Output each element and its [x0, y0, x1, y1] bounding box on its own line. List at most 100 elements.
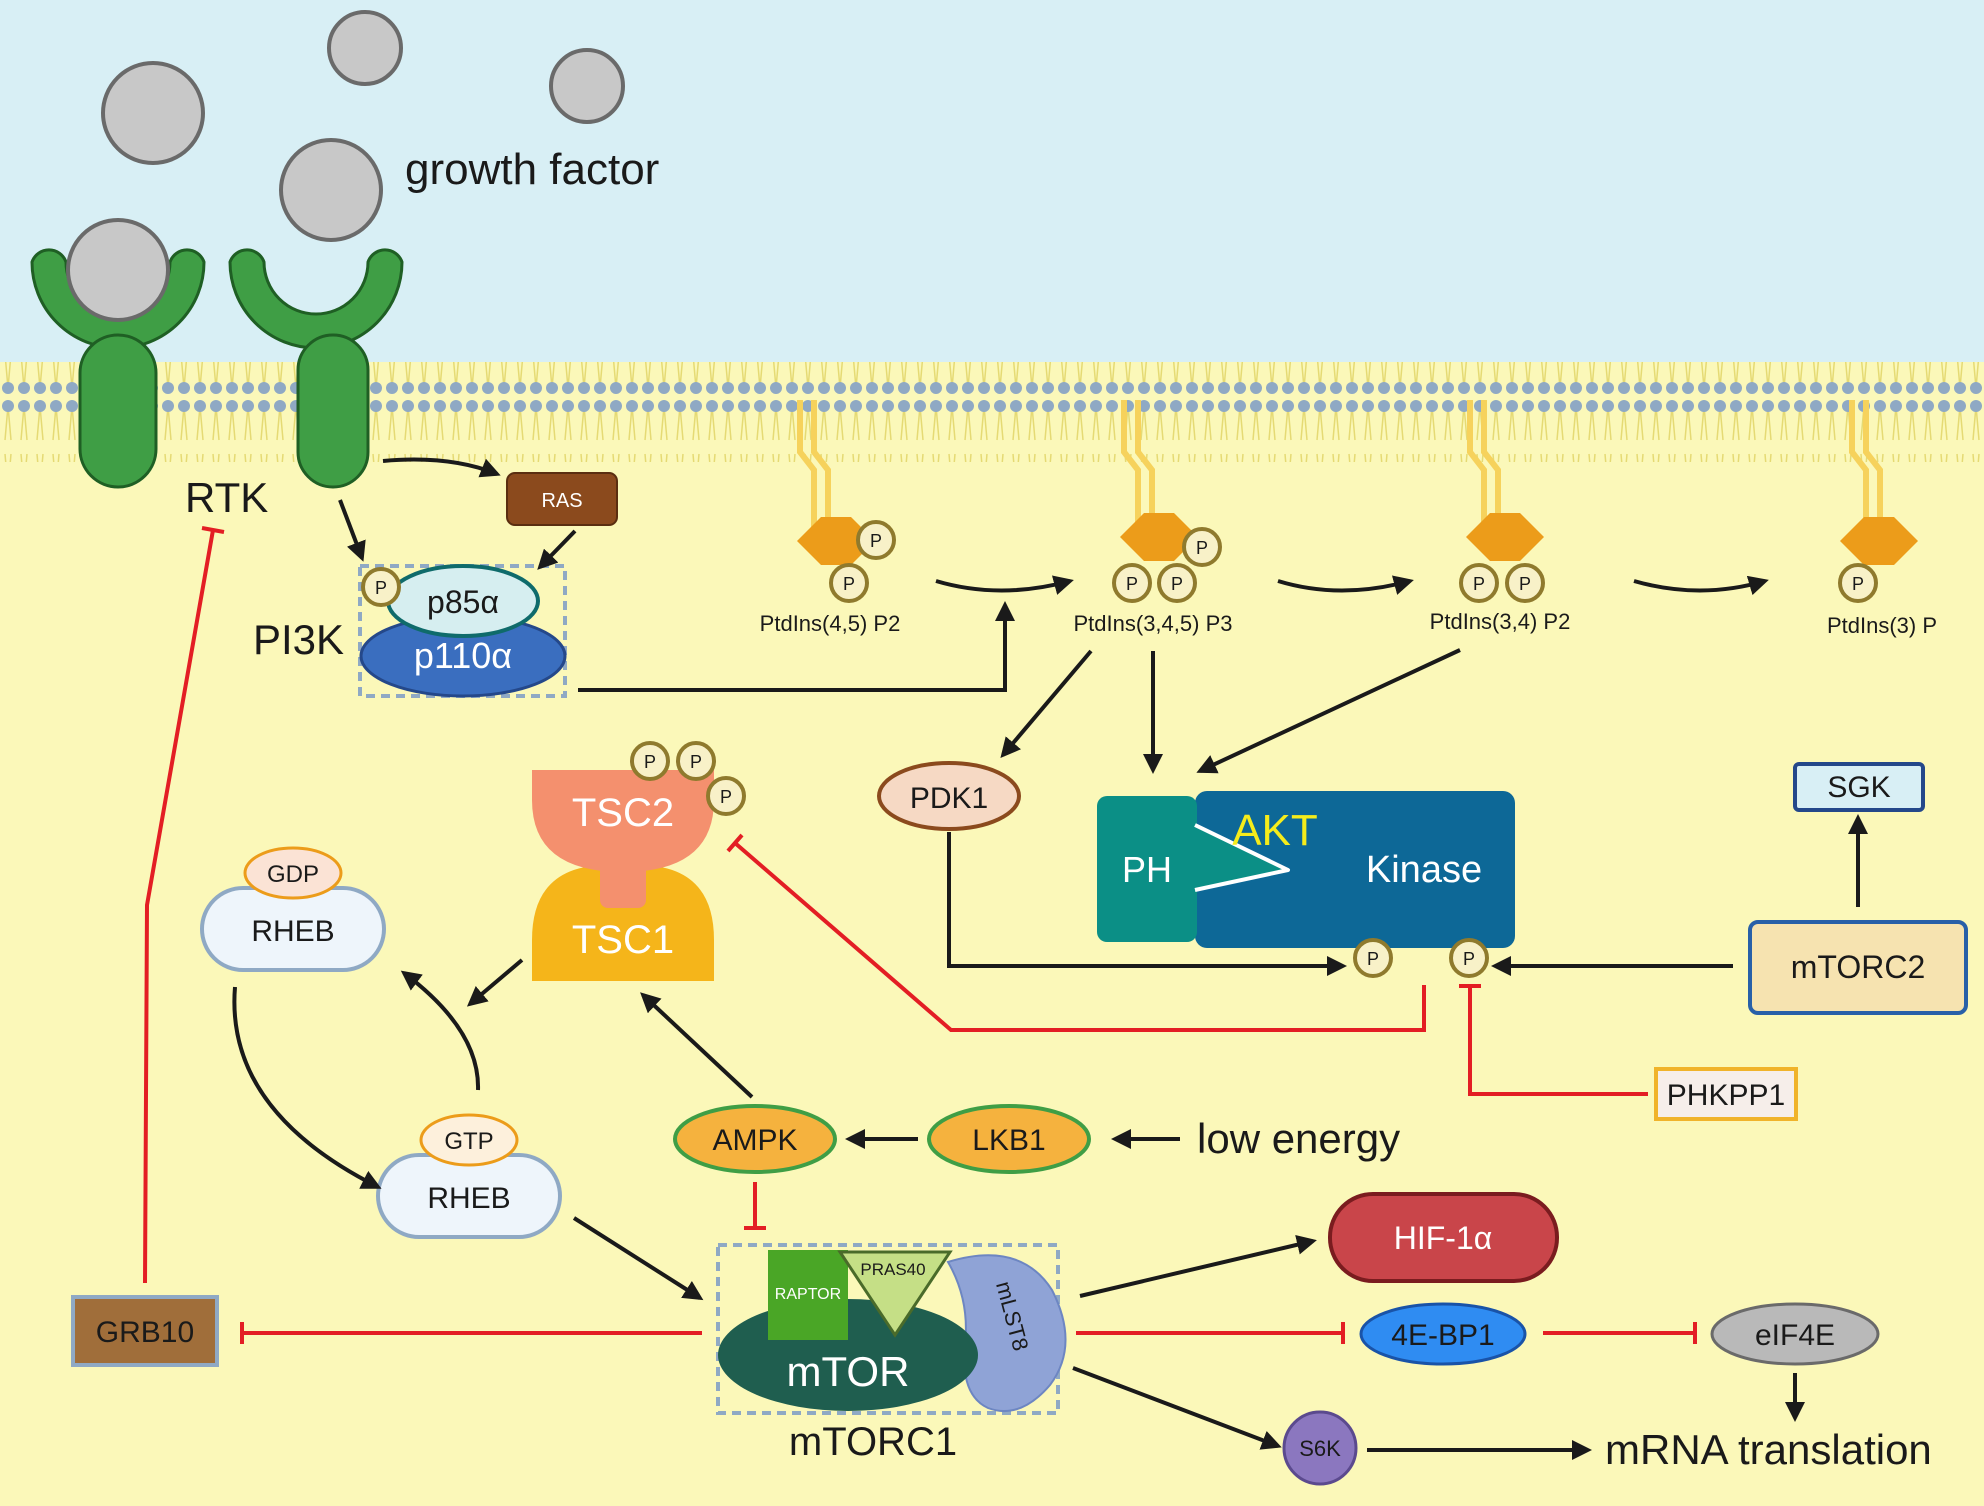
- arrow-pdk1-to-akt: [947, 832, 1347, 976]
- lkb1-node: [927, 1104, 1091, 1174]
- phospho-icon: [1505, 563, 1545, 603]
- activation-arrows: [232, 457, 1868, 1460]
- phospho-icon: [1157, 563, 1197, 603]
- sgk-box: [1793, 762, 1925, 812]
- sgk-label: SGK: [1827, 771, 1890, 804]
- akt-kinase-label: Kinase: [1366, 849, 1482, 891]
- phkpp1-label: PHKPP1: [1667, 1079, 1785, 1112]
- akt-kinase-domain: [1195, 791, 1515, 948]
- pras40-subunit: [837, 1250, 953, 1338]
- inhibit-akt-to-tsc2: [733, 841, 1426, 1032]
- pras40-label: PRAS40: [860, 1260, 925, 1279]
- phospho-label: P: [870, 531, 882, 551]
- inositol-ring-icon: [1466, 513, 1544, 561]
- ampk-node: [673, 1104, 837, 1174]
- ras-box: [506, 472, 618, 526]
- pi3k-label: PI3K: [253, 616, 344, 663]
- tsc2-label: TSC2: [572, 791, 674, 835]
- rheb-gdp-label: RHEB: [251, 915, 334, 948]
- ptdins34p2-label: PtdIns(3,4) P2: [1430, 609, 1571, 634]
- phospho-label: P: [1463, 949, 1475, 969]
- ligand-icon: [327, 10, 403, 86]
- ptdins345p3-lipid: P P P: [1112, 400, 1222, 603]
- phospho-label: P: [843, 574, 855, 594]
- inhibit-grb10-to-rtk: [143, 529, 215, 1284]
- tsc2-node: [532, 770, 714, 872]
- eif4e-node: [1710, 1302, 1880, 1366]
- phospho-icon: [361, 567, 401, 607]
- gtp-label: GTP: [444, 1128, 493, 1155]
- mtorc2-label: mTORC2: [1791, 949, 1926, 985]
- mtor-label: mTOR: [787, 1348, 910, 1395]
- inositol-ring-icon: [1120, 513, 1198, 561]
- ptdins3p-label: PtdIns(3) P: [1827, 613, 1937, 638]
- inhibition-arrows: [143, 526, 1697, 1344]
- ptdins45p2-lipid: P P: [797, 400, 896, 603]
- rtk-label: RTK: [185, 474, 268, 521]
- 4ebp1-node: [1359, 1302, 1527, 1366]
- pdk1-label: PDK1: [910, 782, 988, 815]
- ptdins3p-lipid: P: [1838, 400, 1918, 603]
- gtp-node: [419, 1113, 519, 1167]
- phospho-label: P: [720, 787, 732, 807]
- growth-factor-label: growth factor: [405, 145, 659, 194]
- arrow-pip3-to-pip2-34: [1277, 575, 1414, 595]
- ras-label: RAS: [541, 490, 582, 512]
- pdk1-node: [877, 761, 1021, 831]
- phospho-label: P: [1519, 574, 1531, 594]
- gdp-label: GDP: [267, 861, 319, 888]
- arrow-pip2-34-to-pip3-3: [1633, 575, 1769, 596]
- inhibit-phkpp1-to-akt: [1468, 986, 1648, 1096]
- akt-label: AKT: [1232, 806, 1318, 855]
- phospho-label: P: [1171, 574, 1183, 594]
- p110a-label: p110α: [414, 635, 512, 676]
- arrow-pip3-to-pdk1: [1000, 649, 1093, 759]
- lkb1-label: LKB1: [972, 1124, 1045, 1157]
- arrow-pip2-34-to-akt: [1196, 648, 1461, 774]
- phospho-icon: [630, 741, 670, 781]
- arrow-pip2-to-pip3: [935, 575, 1074, 595]
- mrna-translation-label: mRNA translation: [1605, 1426, 1932, 1473]
- phospho-label: P: [1367, 949, 1379, 969]
- arrow-pi3k-to-pip3: [578, 601, 1015, 692]
- arrow-mtorc1-to-hif1a: [1079, 1234, 1317, 1298]
- ptdins345p3-label: PtdIns(3,4,5) P3: [1074, 611, 1233, 636]
- 4ebp1-label: 4E-BP1: [1391, 1319, 1494, 1352]
- mtorc2-box: [1748, 920, 1968, 1015]
- arrow-ampk-to-tsc: [640, 992, 754, 1099]
- mtorc1-label: mTORC1: [789, 1420, 957, 1464]
- phospho-icon: [1449, 938, 1489, 978]
- phospho-icon: [1182, 527, 1222, 567]
- s6k-label: S6K: [1299, 1436, 1341, 1461]
- phospho-icon: [1838, 563, 1878, 603]
- ptdins34p2-lipid: P P: [1459, 400, 1545, 603]
- phospho-label: P: [1473, 574, 1485, 594]
- inositol-ring-icon: [1840, 517, 1918, 565]
- phospho-icon: [856, 520, 896, 560]
- phospho-icon: [676, 741, 716, 781]
- phospho-label: P: [644, 752, 656, 772]
- rtk-receptor-right: [228, 248, 404, 489]
- phospho-label: P: [1126, 574, 1138, 594]
- ligand-icon: [279, 138, 383, 242]
- arrow-ras-to-pi3k: [537, 529, 577, 570]
- phospho-label: P: [375, 578, 387, 598]
- p85a-label: p85α: [427, 584, 499, 620]
- s6k-node: [1282, 1410, 1358, 1486]
- rtk-receptor-left: [30, 248, 206, 489]
- raptor-label: RAPTOR: [775, 1286, 841, 1303]
- phospho-icon: [706, 776, 746, 816]
- phospho-label: P: [690, 752, 702, 772]
- bound-ligand-icon: [66, 218, 170, 322]
- phospho-icon: [1459, 563, 1499, 603]
- tsc1-label: TSC1: [572, 918, 674, 962]
- receptor-icon: [228, 248, 404, 350]
- phospho-label: P: [1852, 574, 1864, 594]
- phospho-icon: [1112, 563, 1152, 603]
- akt-ph-domain: [1097, 796, 1197, 942]
- akt-hinge: [1194, 823, 1290, 892]
- arrow-rtk-to-ras: [382, 457, 501, 478]
- grb10-box: [71, 1295, 219, 1367]
- tsc1-node: [532, 865, 714, 981]
